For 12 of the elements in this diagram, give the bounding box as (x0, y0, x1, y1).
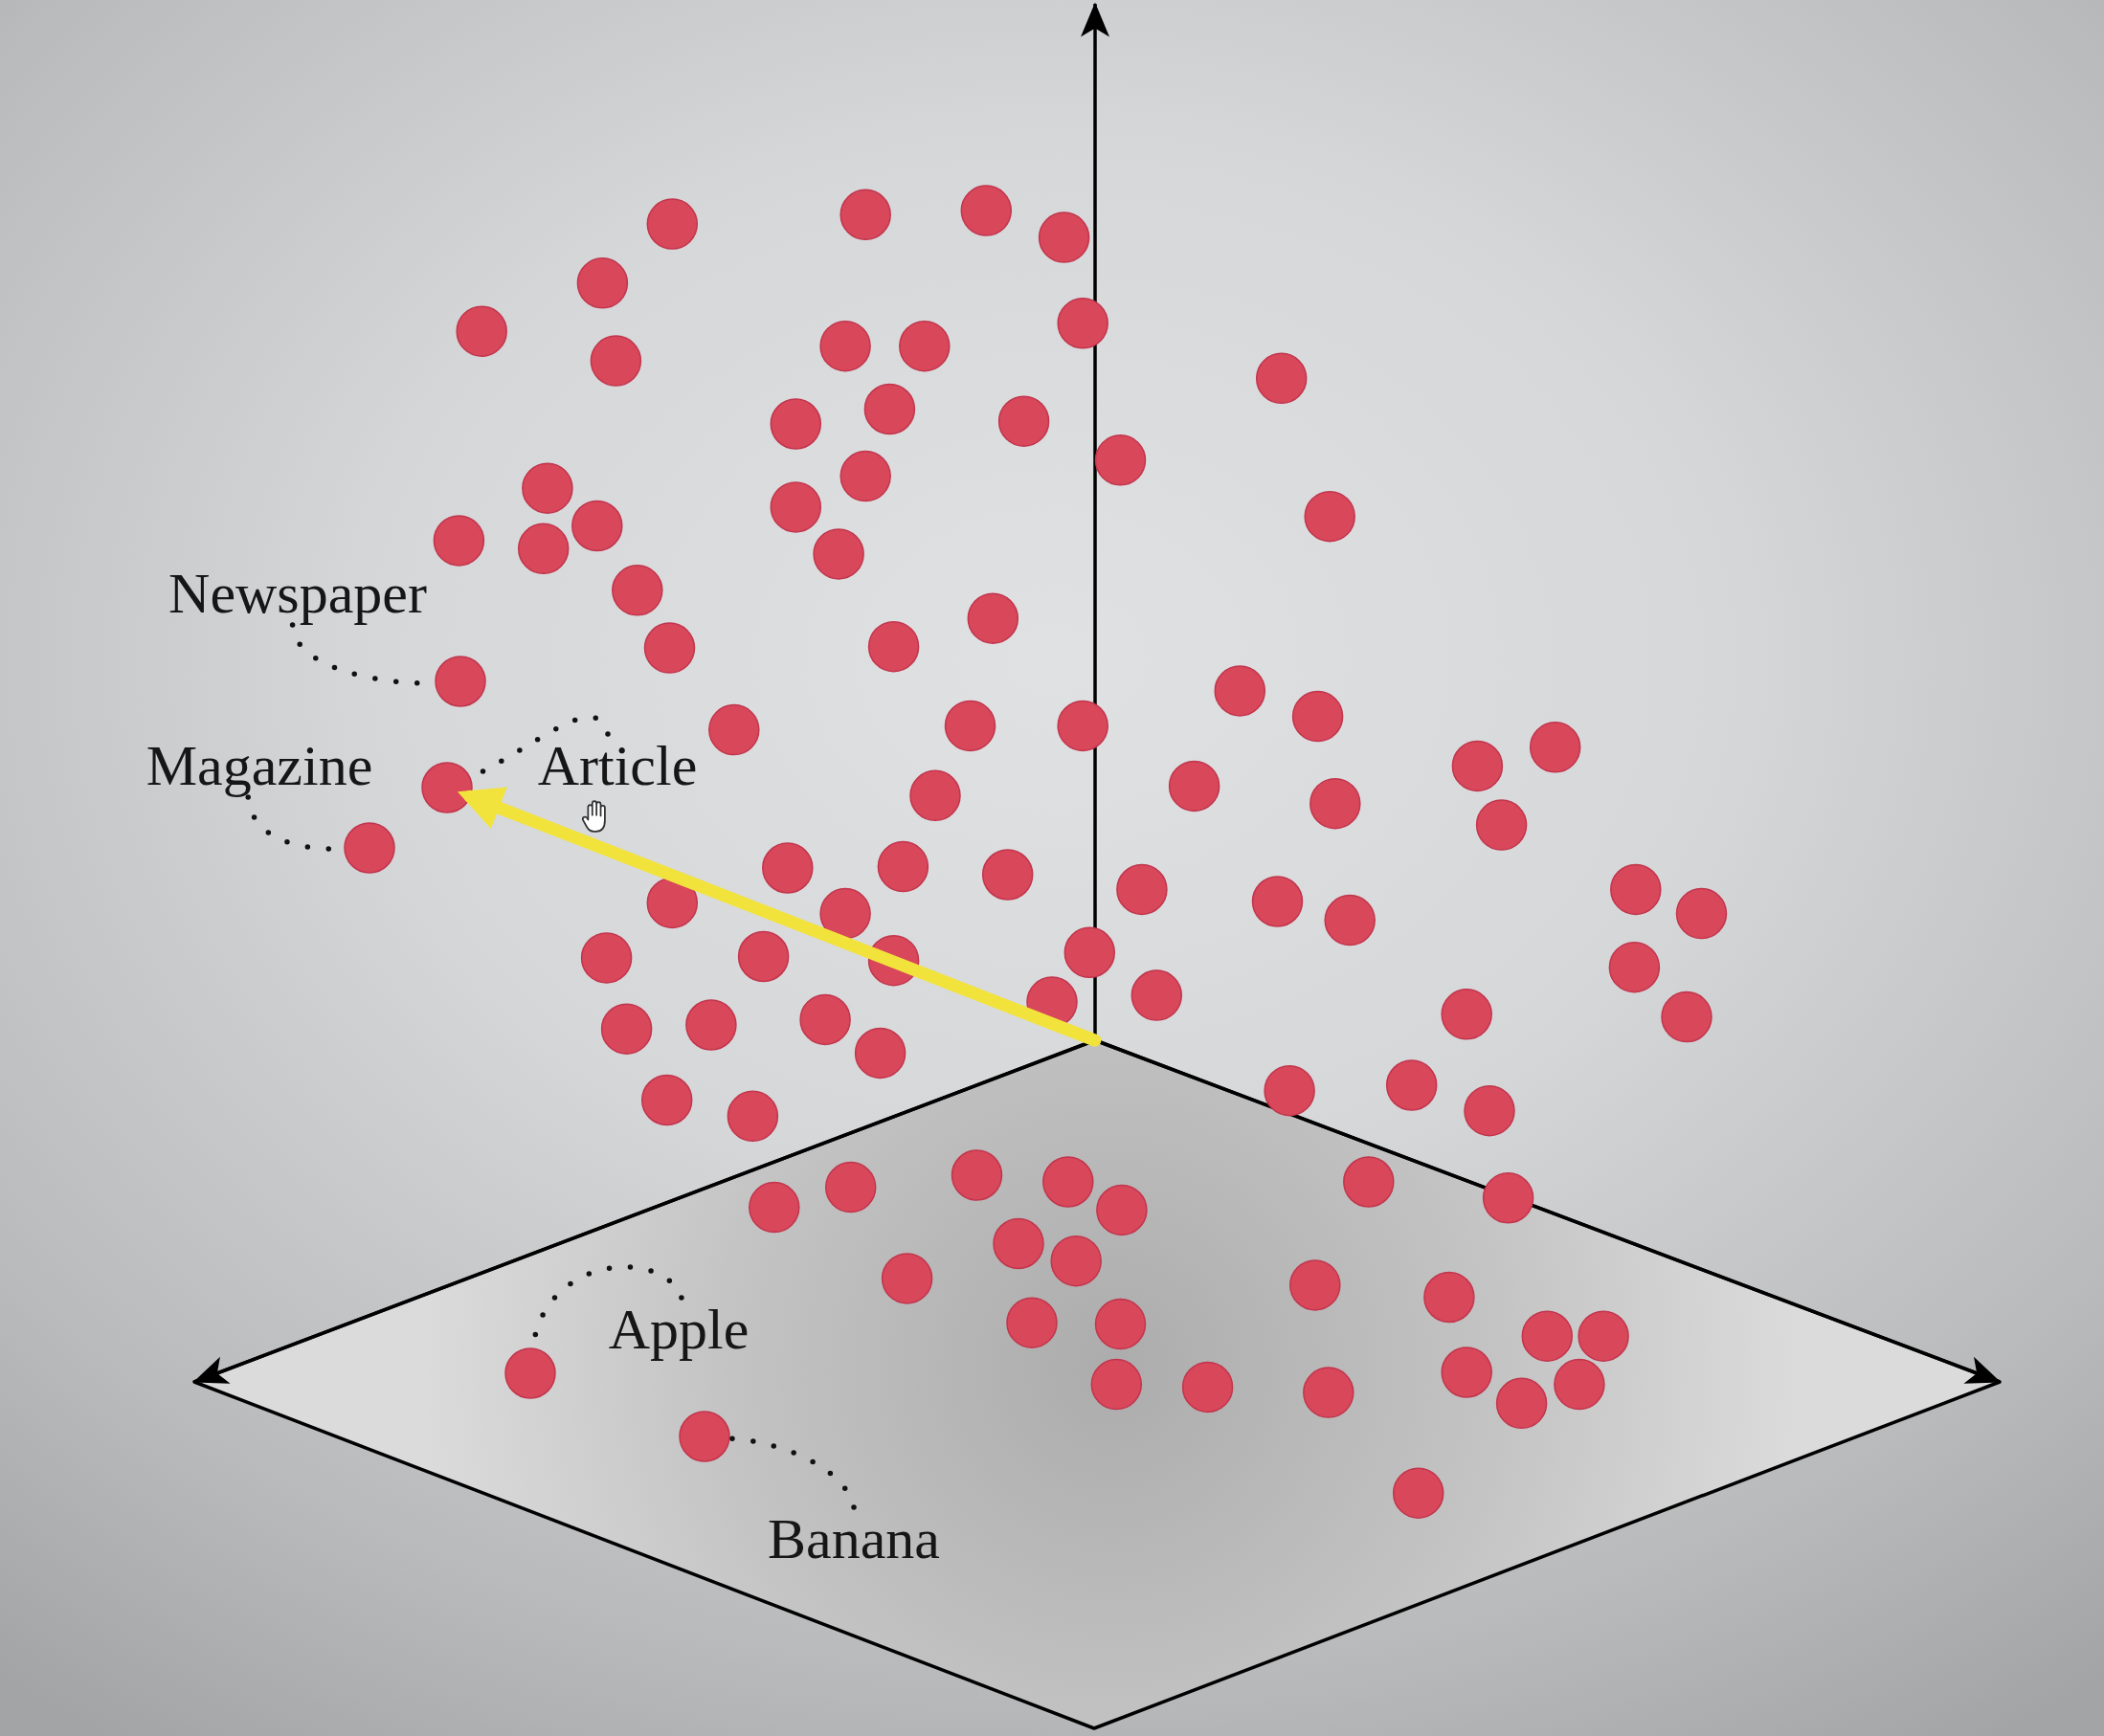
dot-icon (504, 1347, 556, 1400)
dot-icon (420, 761, 473, 813)
dot-icon (678, 1411, 730, 1463)
point-label: Banana (768, 1507, 940, 1570)
point-label: Newspaper (168, 562, 427, 625)
arrow (457, 787, 1102, 1047)
leader-line (727, 1436, 857, 1510)
dot-icon (434, 656, 486, 708)
point-label: Magazine (145, 734, 373, 797)
dot-icon (343, 821, 395, 874)
point-label: Article (537, 734, 698, 797)
point-label: Apple (608, 1298, 750, 1361)
